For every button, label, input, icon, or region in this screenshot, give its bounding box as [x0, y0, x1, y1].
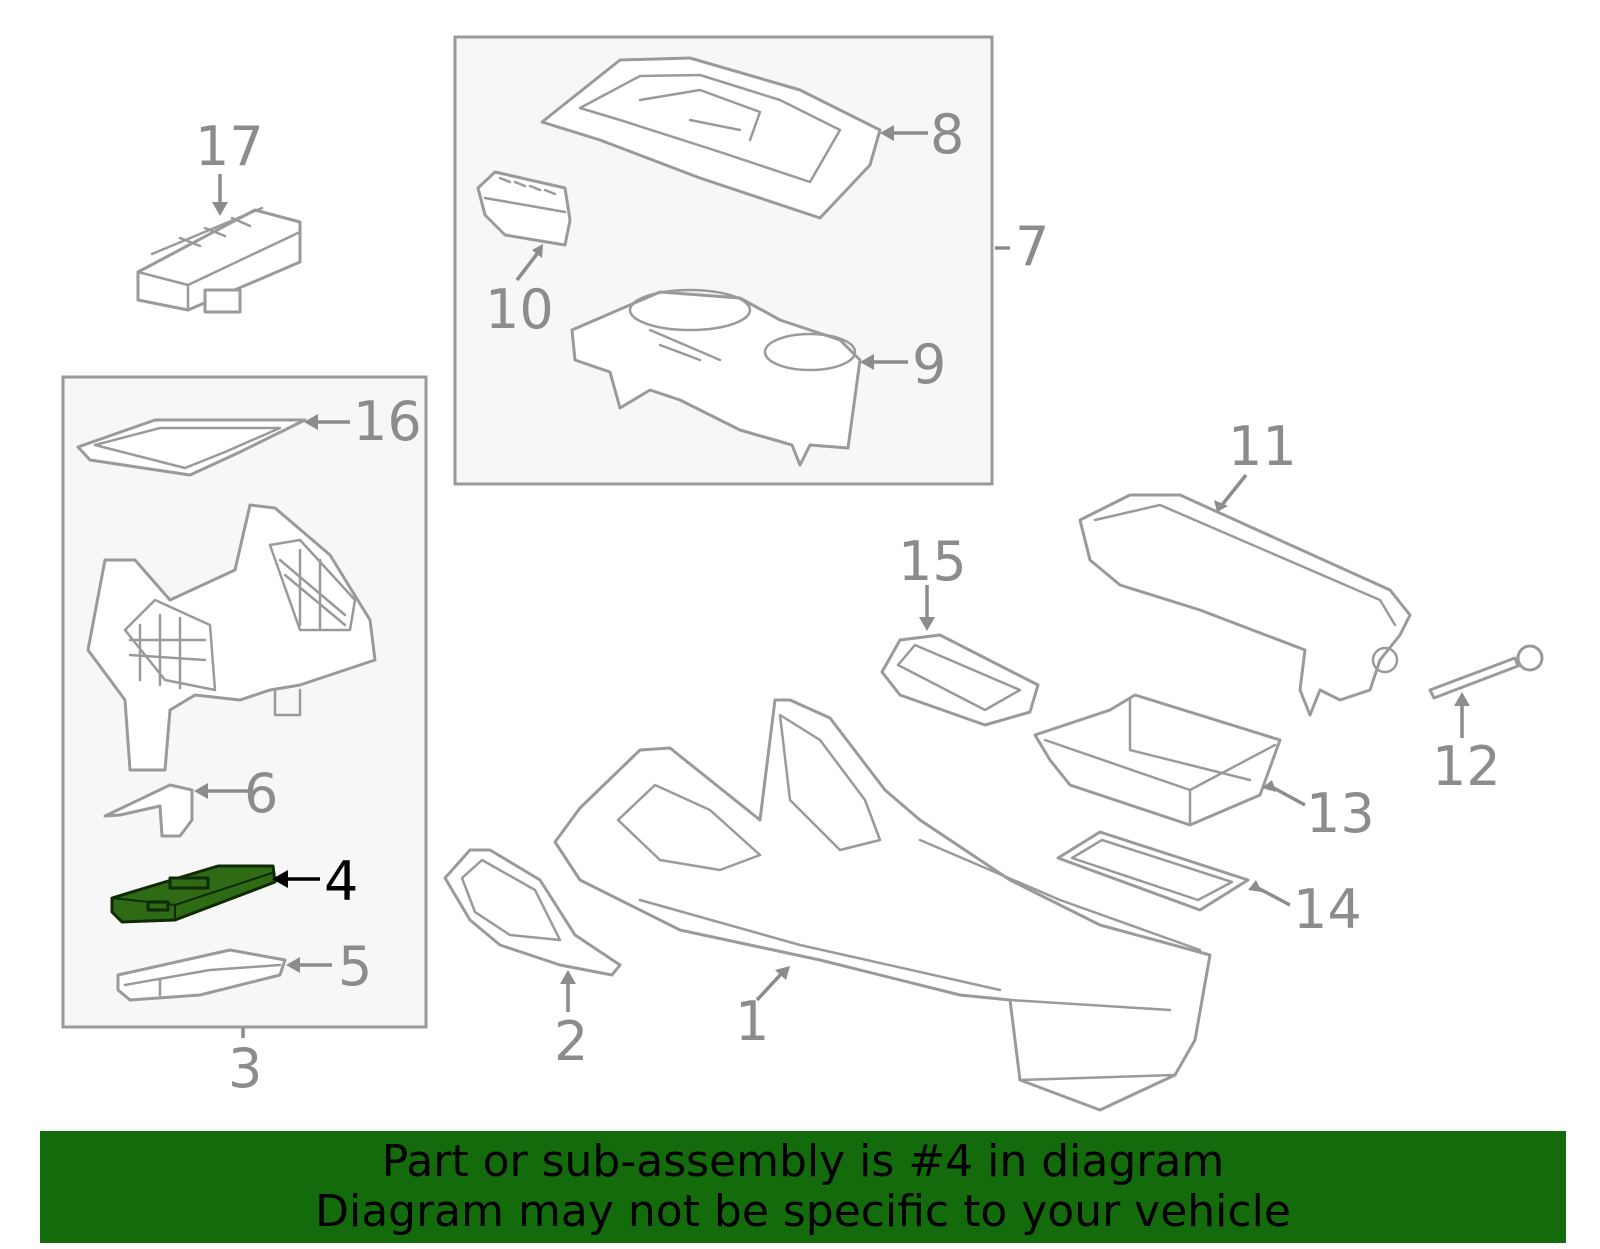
callout-4: 4 [324, 850, 358, 913]
part-8-trim-plate[interactable] [540, 56, 882, 220]
part-12-bolt[interactable] [1428, 644, 1544, 700]
part-11-armrest[interactable] [1078, 493, 1412, 717]
callout-2: 2 [554, 1010, 588, 1073]
callout-10: 10 [485, 278, 554, 341]
banner-line-1: Part or sub-assembly is #4 in diagram [381, 1136, 1225, 1187]
part-3-bezel[interactable] [86, 503, 377, 772]
part-17-switch[interactable] [136, 206, 302, 314]
part-16-cover[interactable] [76, 418, 307, 477]
group-box-3 [61, 375, 428, 1029]
callout-5: 5 [338, 935, 372, 998]
part-10-switch[interactable] [476, 170, 572, 247]
callout-8: 8 [930, 103, 964, 166]
callout-15: 15 [898, 530, 967, 593]
callout-9: 9 [912, 333, 946, 396]
info-banner: Part or sub-assembly is #4 in diagram Di… [40, 1131, 1566, 1243]
callout-1: 1 [735, 990, 769, 1053]
callout-7: 7 [1015, 215, 1049, 278]
part-4-module-highlighted[interactable] [110, 864, 277, 924]
callout-17: 17 [195, 115, 264, 178]
callout-11: 11 [1228, 415, 1297, 478]
part-5-bracket[interactable] [116, 948, 287, 1002]
callout-3: 3 [228, 1037, 262, 1100]
leader-lines [194, 125, 1470, 1038]
callout-13: 13 [1306, 782, 1375, 845]
part-13-storage-bin[interactable] [1033, 693, 1282, 827]
part-14-tray[interactable] [1056, 830, 1250, 912]
part-1-console[interactable] [553, 698, 1212, 1112]
part-15-insert[interactable] [880, 633, 1040, 727]
callout-16: 16 [353, 390, 422, 453]
callout-14: 14 [1293, 878, 1362, 941]
part-6-bracket[interactable] [103, 783, 194, 838]
banner-line-2: Diagram may not be specific to your vehi… [315, 1186, 1291, 1237]
callout-12: 12 [1432, 735, 1501, 798]
part-2-bezel-ring[interactable] [443, 848, 622, 977]
callout-6: 6 [244, 762, 278, 825]
part-9-cup-holder[interactable] [570, 288, 862, 467]
